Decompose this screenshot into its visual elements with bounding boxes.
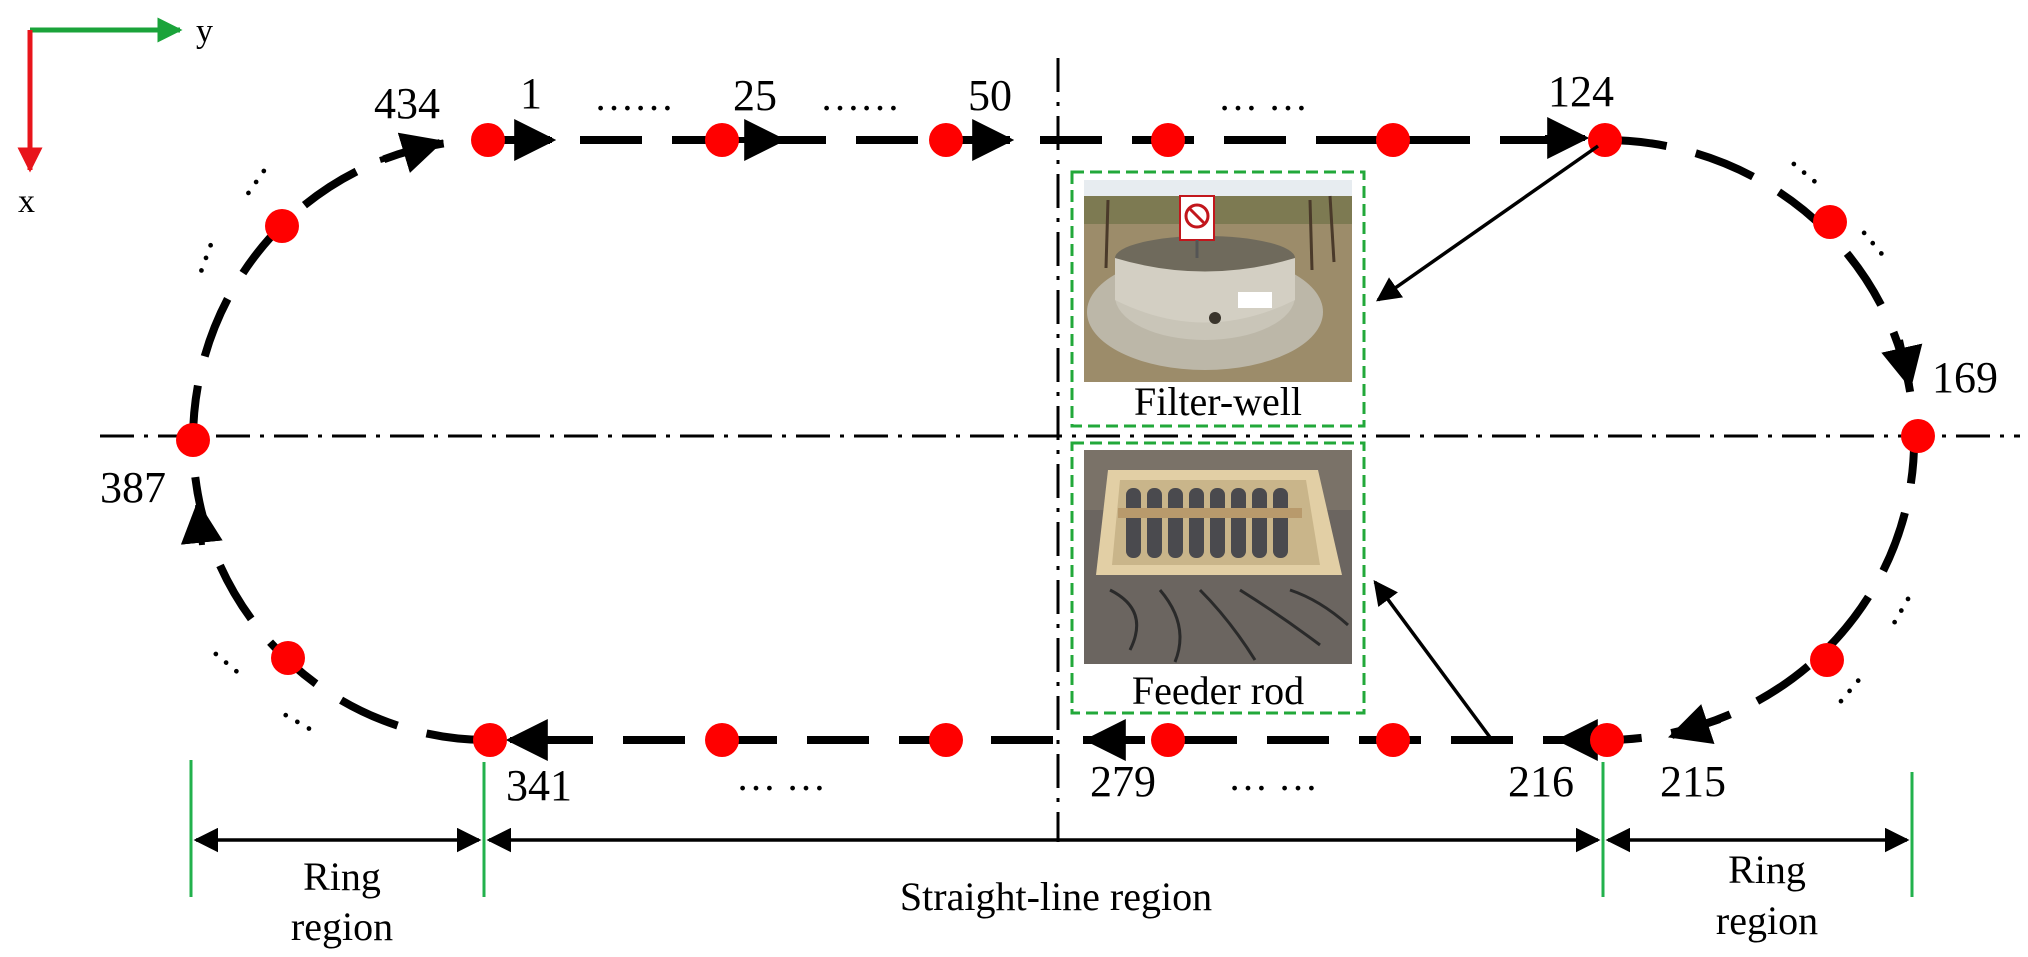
arrow-434 — [379, 132, 445, 173]
ellipsis-bottom-right: … … — [1228, 754, 1318, 799]
ellipsis-arc-ur2: … — [1852, 206, 1912, 266]
point-left-upper — [265, 209, 299, 243]
label-341: 341 — [506, 761, 572, 810]
racetrack-path — [189, 136, 1919, 744]
feeder-rod-inset: Feeder rod — [1070, 441, 1366, 715]
right-region-label-line2: region — [1716, 898, 1818, 943]
ellipsis-arc-ll2: … — [275, 682, 332, 741]
label-279: 279 — [1090, 757, 1156, 806]
ellipsis-top-mid: …… — [820, 74, 900, 119]
ellipsis-arc-ur1: … — [1782, 134, 1842, 194]
point-bottom-2 — [1376, 723, 1410, 757]
point-1 — [471, 123, 505, 157]
feeder-rod-caption: Feeder rod — [1132, 668, 1304, 713]
point-bottom-5 — [705, 723, 739, 757]
x-axis-label: x — [18, 183, 35, 220]
point-279 — [1151, 723, 1185, 757]
filter-well-photo — [1084, 180, 1352, 382]
point-top-5 — [1376, 123, 1410, 157]
arrow-215 — [1668, 704, 1721, 744]
point-341 — [473, 723, 507, 757]
point-left-lower — [271, 641, 305, 675]
ellipsis-top-right: … … — [1218, 74, 1308, 119]
point-216 — [1590, 723, 1624, 757]
point-25 — [705, 123, 739, 157]
point-top-4 — [1151, 123, 1185, 157]
ellipsis-arc-ul2: … — [167, 227, 223, 280]
feeder-rod-frame — [1070, 441, 1366, 715]
label-50: 50 — [968, 71, 1012, 120]
label-25: 25 — [733, 71, 777, 120]
point-124 — [1588, 123, 1622, 157]
direction-arrows — [180, 117, 1923, 761]
arrow-387 — [180, 500, 223, 546]
point-387 — [176, 423, 210, 457]
ellipsis-bottom-left: … … — [736, 754, 826, 799]
filter-well-caption: Filter-well — [1134, 379, 1302, 424]
y-axis-label: y — [196, 13, 213, 50]
left-region-label-line1: Ring — [303, 854, 381, 899]
leader-arrow-feeder-rod — [1373, 580, 1494, 742]
point-169 — [1901, 419, 1935, 453]
right-region-label-line1: Ring — [1728, 847, 1806, 892]
label-124: 124 — [1548, 67, 1614, 116]
point-right-upper — [1813, 205, 1847, 239]
ellipsis-arc-ul1: … — [217, 146, 277, 205]
ellipsis-top-left: …… — [594, 74, 674, 119]
straight-region-label: Straight-line region — [900, 874, 1212, 919]
point-50 — [929, 123, 963, 157]
point-right-lower — [1810, 643, 1844, 677]
label-434: 434 — [374, 79, 440, 128]
point-labels: 434 1 25 50 124 169 215 216 279 341 387 — [100, 67, 1998, 810]
ellipsis-arc-ll1: … — [204, 624, 264, 684]
point-bottom-4 — [929, 723, 963, 757]
feeder-rod-photo — [1084, 450, 1352, 664]
left-region-label-line2: region — [291, 904, 393, 949]
label-169: 169 — [1932, 353, 1998, 402]
region-labels: Ring region Straight-line region Ring re… — [291, 847, 1818, 949]
axis-indicator: y x — [17, 13, 213, 220]
measurement-points — [176, 123, 1935, 757]
filter-well-frame — [1070, 170, 1366, 428]
region-boundaries — [189, 760, 1914, 897]
leader-arrow-filter-well — [1375, 144, 1600, 302]
label-216: 216 — [1508, 757, 1574, 806]
label-387: 387 — [100, 463, 166, 512]
arrow-169 — [1881, 339, 1923, 390]
ellipsis-arc-lr1: … — [1862, 576, 1921, 633]
label-1: 1 — [520, 69, 542, 118]
label-215: 215 — [1660, 757, 1726, 806]
filter-well-inset: Filter-well — [1070, 170, 1366, 428]
